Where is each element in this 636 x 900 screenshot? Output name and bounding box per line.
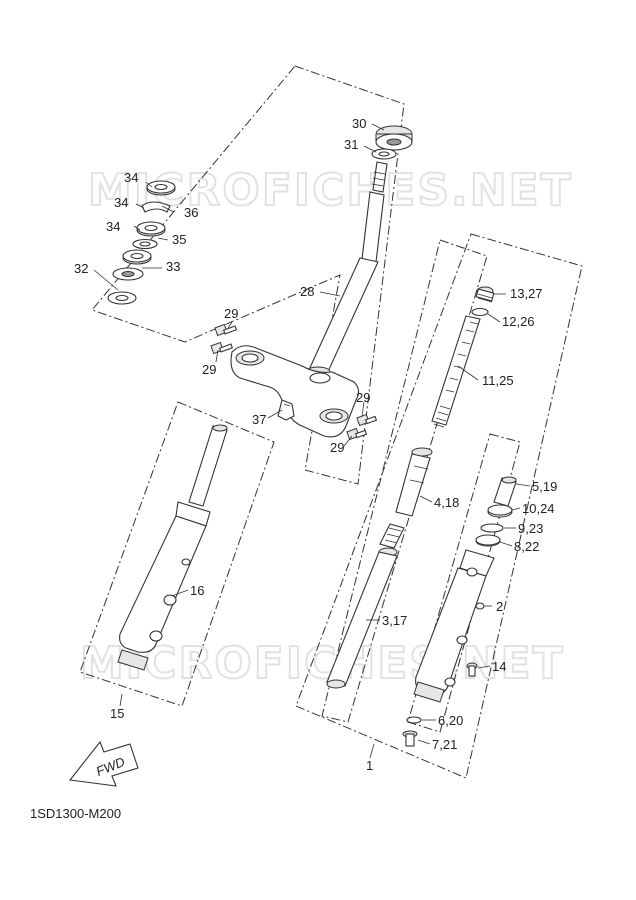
callout-9-23: 9,23: [518, 521, 543, 536]
callout-4-18: 4,18: [434, 495, 459, 510]
callout-8-22: 8,22: [514, 539, 539, 554]
callout-3-17: 3,17: [382, 613, 407, 628]
callout-15: 15: [110, 706, 124, 721]
washer-35: [132, 238, 158, 250]
callout-34-top: 34: [124, 170, 138, 185]
callout-34-lower: 34: [106, 219, 120, 234]
bolt-29-lower-right: [346, 427, 368, 441]
bearing-30: [375, 125, 413, 151]
callout-labels: 30 31 34 34 36 34 35 32 33 28 29 29 29 2…: [74, 116, 557, 773]
callout-13-27: 13,27: [510, 286, 543, 301]
seal-32: [107, 291, 137, 305]
group-boundary-right-fork-outer: [295, 233, 583, 779]
lock-nut-34-top: [146, 180, 176, 196]
callout-37: 37: [252, 412, 266, 427]
gasket-6-20: [406, 716, 422, 724]
under-bracket: [230, 345, 360, 438]
callout-12-26: 12,26: [502, 314, 535, 329]
diagram-code: 1SD1300-M200: [30, 806, 121, 821]
callout-32: 32: [74, 261, 88, 276]
leader-lines: [93, 123, 531, 759]
washer-8-22: [475, 534, 501, 547]
callout-5-19: 5,19: [532, 479, 557, 494]
callout-29-upper-right: 29: [356, 390, 370, 405]
callout-14: 14: [492, 659, 506, 674]
ball-race-34-lower: [122, 249, 152, 265]
callout-10-24: 10,24: [522, 501, 555, 516]
watermark-bottom: MICROFICHES.NET: [80, 638, 565, 689]
seal-31: [371, 148, 397, 160]
ring-nut-34-middle: [136, 221, 166, 237]
bolt-14: [466, 662, 478, 677]
bolt-29-upper-left: [214, 323, 238, 337]
group-boundary-left-fork: [79, 401, 275, 707]
callout-29-upper-left: 29: [224, 306, 238, 321]
spring-guide-13-27: [475, 286, 495, 303]
callout-29-lower-left: 29: [202, 362, 216, 377]
washer-12-26: [471, 307, 489, 317]
dust-seal-5-19: [493, 476, 517, 507]
bolt-29-lower-left: [210, 341, 234, 355]
callout-7-21: 7,21: [432, 737, 457, 752]
bolt-29-upper-right: [356, 413, 378, 427]
bolt-7-21: [402, 730, 418, 747]
callout-11-25: 11,25: [482, 373, 514, 388]
rebound-spring: [379, 523, 405, 549]
callout-2: 2: [496, 599, 503, 614]
circlip-9-23: [480, 523, 504, 533]
callout-30: 30: [352, 116, 366, 131]
damper-rod-4-18: [395, 447, 433, 517]
fork-spring-11-25: [431, 315, 481, 428]
callout-31: 31: [344, 137, 358, 152]
callout-29-lower-right: 29: [330, 440, 344, 455]
callout-35: 35: [172, 232, 186, 247]
fwd-arrow-icon: FWD: [68, 740, 139, 787]
callout-16: 16: [190, 583, 204, 598]
oil-seal-10-24: [487, 504, 513, 518]
callout-28: 28: [300, 284, 314, 299]
callout-34-middle: 34: [114, 195, 128, 210]
group-boundary-right-fork-inner: [321, 239, 488, 723]
callout-36: 36: [184, 205, 198, 220]
inner-tube-3-17: [326, 547, 398, 689]
callout-33: 33: [166, 259, 180, 274]
fork-leg-left-16: [117, 424, 228, 671]
outer-tube-2: [413, 549, 495, 703]
clip-37: [277, 399, 295, 421]
callout-6-20: 6,20: [438, 713, 463, 728]
bearing-33: [112, 267, 144, 281]
callout-1: 1: [366, 758, 373, 773]
lock-washer-36: [141, 201, 171, 213]
